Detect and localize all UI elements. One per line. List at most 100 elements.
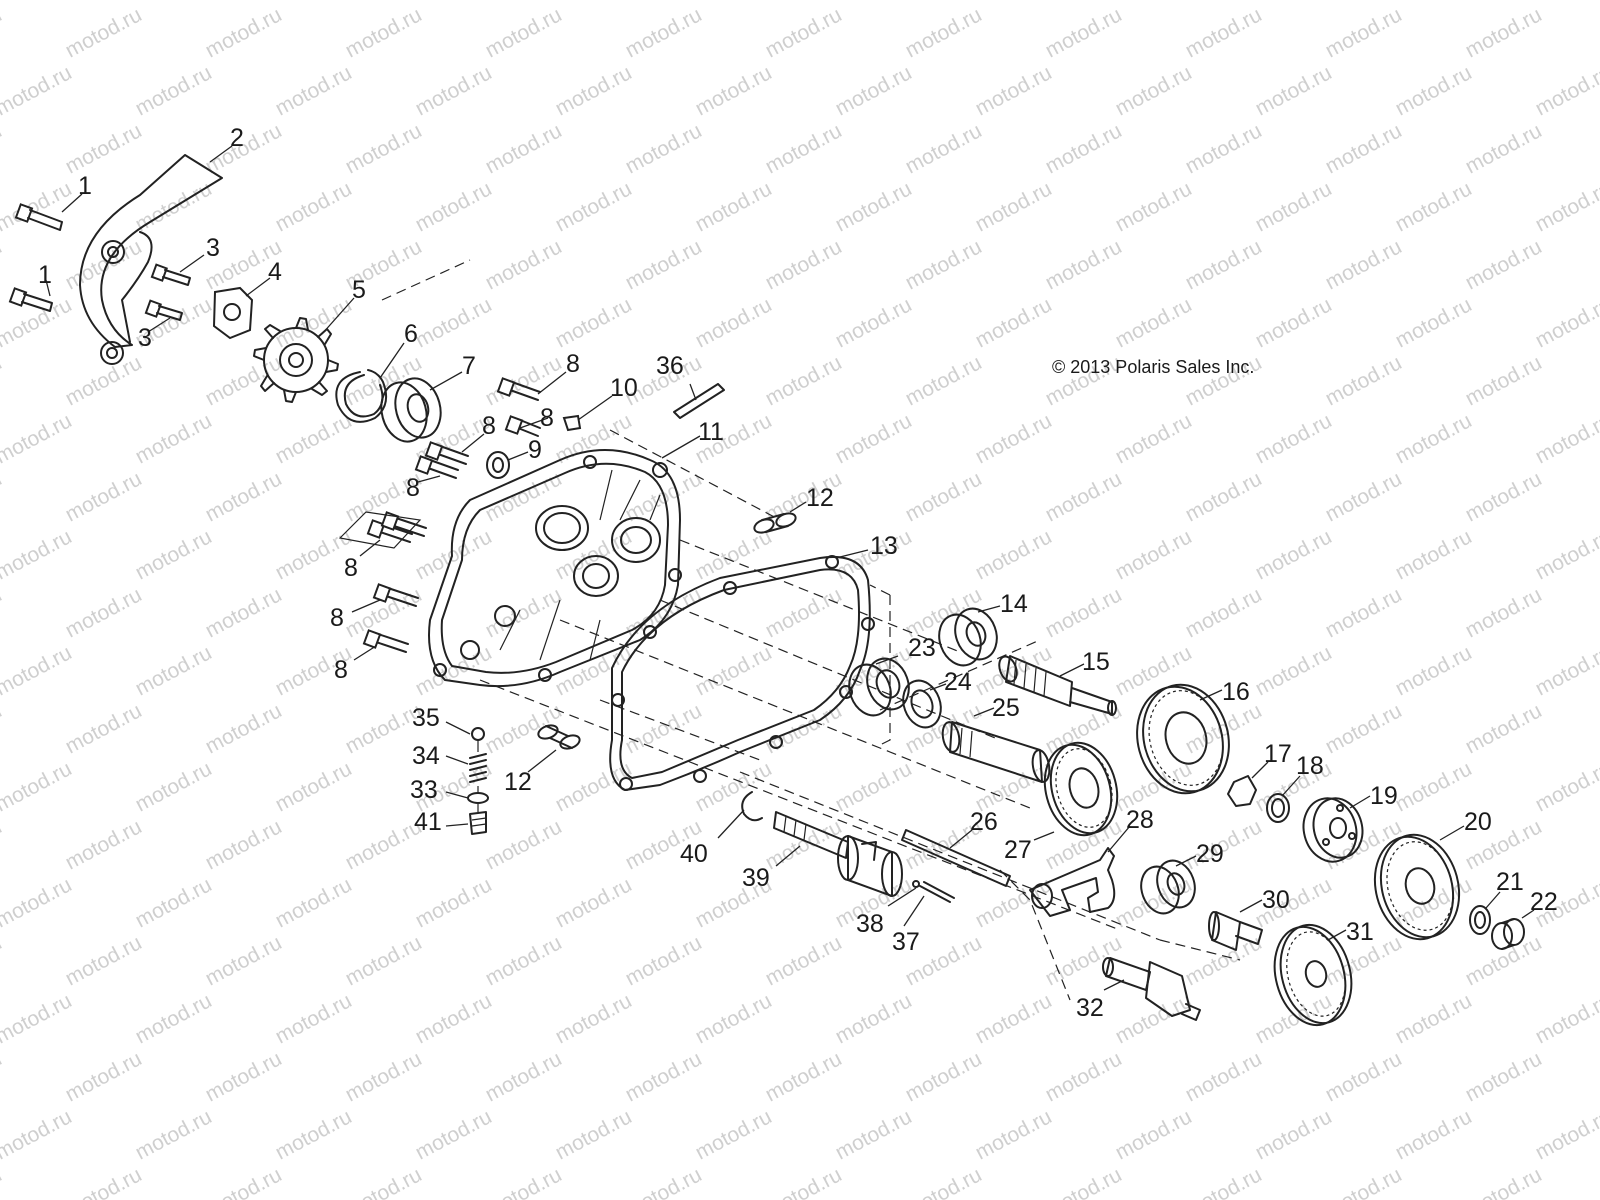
watermark-text: motod.ru [1042,119,1126,178]
watermark-text: motod.ru [0,931,6,990]
part-bolt-1b [8,287,53,312]
part-gear-16 [1136,683,1230,795]
watermark-text: motod.ru [1042,1163,1126,1200]
watermark-text: motod.ru [272,1105,356,1164]
watermark-text: motod.ru [692,641,776,700]
part-bearing-7 [380,377,442,443]
callout-19: 19 [1370,782,1398,810]
watermark-text: motod.ru [1532,757,1600,816]
watermark-text: motod.ru [202,1163,286,1200]
part-bearing-14 [938,607,998,667]
callout-21: 21 [1496,868,1524,896]
callout-5: 5 [352,276,366,304]
watermark-text: motod.ru [1182,583,1266,642]
watermark-text: motod.ru [272,757,356,816]
watermark-text: motod.ru [1462,931,1546,990]
part-bolts-8 [338,377,541,653]
callout-18: 18 [1296,752,1324,780]
watermark-text: motod.ru [0,989,76,1048]
callout-12: 12 [806,484,834,512]
watermark-text: motod.ru [1252,409,1336,468]
callout-10: 10 [610,374,638,402]
watermark-text: motod.ru [272,873,356,932]
watermark-text: motod.ru [1462,351,1546,410]
watermark-text: motod.ru [1112,1105,1196,1164]
watermark-text: motod.ru [1462,699,1546,758]
watermark-text: motod.ru [132,0,216,4]
watermark-text: motod.ru [972,525,1056,584]
watermark-text: motod.ru [1252,61,1336,120]
part-dowel-12b [537,724,581,750]
watermark-text: motod.ru [482,931,566,990]
watermark-text: motod.ru [1462,583,1546,642]
part-bolt-1a [14,203,63,231]
watermark-text: motod.ru [202,583,286,642]
watermark-text: motod.ru [62,931,146,990]
watermark-text: motod.ru [972,873,1056,932]
watermark-text: motod.ru [1182,1047,1266,1106]
watermark-text: motod.ru [1252,1105,1336,1164]
watermark-text: motod.ru [1532,409,1600,468]
watermark-text: motod.ru [1462,467,1546,526]
watermark-text: motod.ru [0,0,76,4]
watermark-text: motod.ru [1252,641,1336,700]
callout-33: 33 [410,776,438,804]
watermark-text: motod.ru [692,0,776,4]
watermark-text: motod.ru [1462,1163,1546,1200]
watermark-text: motod.ru [342,931,426,990]
callout-40: 40 [680,840,708,868]
watermark-text: motod.ru [902,351,986,410]
watermark-text: motod.ru [0,699,6,758]
part-bolt-3a [150,263,191,286]
parts-layer [8,154,1525,1027]
part-pin-37-38 [912,880,955,903]
watermark-text: motod.ru [552,61,636,120]
watermark-text: motod.ru [412,0,496,4]
callout-39: 39 [742,864,770,892]
callout-8: 8 [344,554,358,582]
watermark-text: motod.ru [202,931,286,990]
watermark-text: motod.ru [132,409,216,468]
part-clip-18 [1266,793,1290,823]
watermark-text: motod.ru [0,641,76,700]
watermark-text: motod.ru [412,873,496,932]
watermark-text: motod.ru [972,293,1056,352]
watermark-text: motod.ru [342,119,426,178]
watermark-text: motod.ru [0,61,76,120]
watermark-text: motod.ru [1112,641,1196,700]
watermark-text: motod.ru [622,1047,706,1106]
callout-13: 13 [870,532,898,560]
watermark-text: motod.ru [342,351,426,410]
part-seal-24 [902,679,942,729]
part-hub-19 [1302,797,1364,863]
watermark-text: motod.ru [552,873,636,932]
watermark-text: motod.ru [62,815,146,874]
watermark-text: motod.ru [622,699,706,758]
part-seal-9 [486,451,510,479]
watermark-text: motod.ru [132,989,216,1048]
watermark-text: motod.ru [1392,0,1476,4]
watermark-text: motod.ru [62,119,146,178]
callout-4: 4 [268,258,282,286]
watermark-text: motod.ru [1392,177,1476,236]
callout-37: 37 [892,928,920,956]
part-dowel-12a [753,512,797,534]
callout-8: 8 [540,404,554,432]
watermark-text: motod.ru [272,177,356,236]
watermark-text: motod.ru [972,61,1056,120]
watermark-text: motod.ru [1112,525,1196,584]
callout-41: 41 [414,808,442,836]
callout-8: 8 [334,656,348,684]
callout-12: 12 [504,768,532,796]
callout-34: 34 [412,742,440,770]
watermark-text: motod.ru [272,989,356,1048]
watermark-text: motod.ru [1042,235,1126,294]
watermark-text: motod.ru [1532,61,1600,120]
watermark-text: motod.ru [0,235,6,294]
callout-36: 36 [656,352,684,380]
callout-16: 16 [1222,678,1250,706]
watermark-text: motod.ru [482,235,566,294]
callout-27: 27 [1004,836,1032,864]
part-pin-36 [673,383,725,419]
